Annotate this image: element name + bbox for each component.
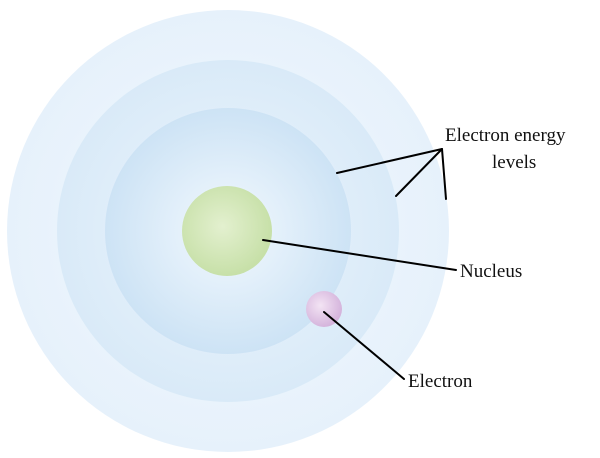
nucleus-label: Nucleus xyxy=(460,261,522,282)
nucleus xyxy=(182,186,272,276)
energy-level-pointer-3 xyxy=(441,148,447,200)
energy-levels-label-line1: Electron energy xyxy=(445,125,566,146)
electron-pointer xyxy=(323,311,405,380)
energy-level-pointer-2 xyxy=(395,148,443,197)
pointer-lines xyxy=(262,148,457,380)
energy-levels-label-line2: levels xyxy=(492,152,536,173)
energy-level-pointer-1 xyxy=(336,148,443,174)
electron-label: Electron xyxy=(408,371,473,392)
nucleus-pointer xyxy=(262,239,457,271)
electron xyxy=(306,291,342,327)
